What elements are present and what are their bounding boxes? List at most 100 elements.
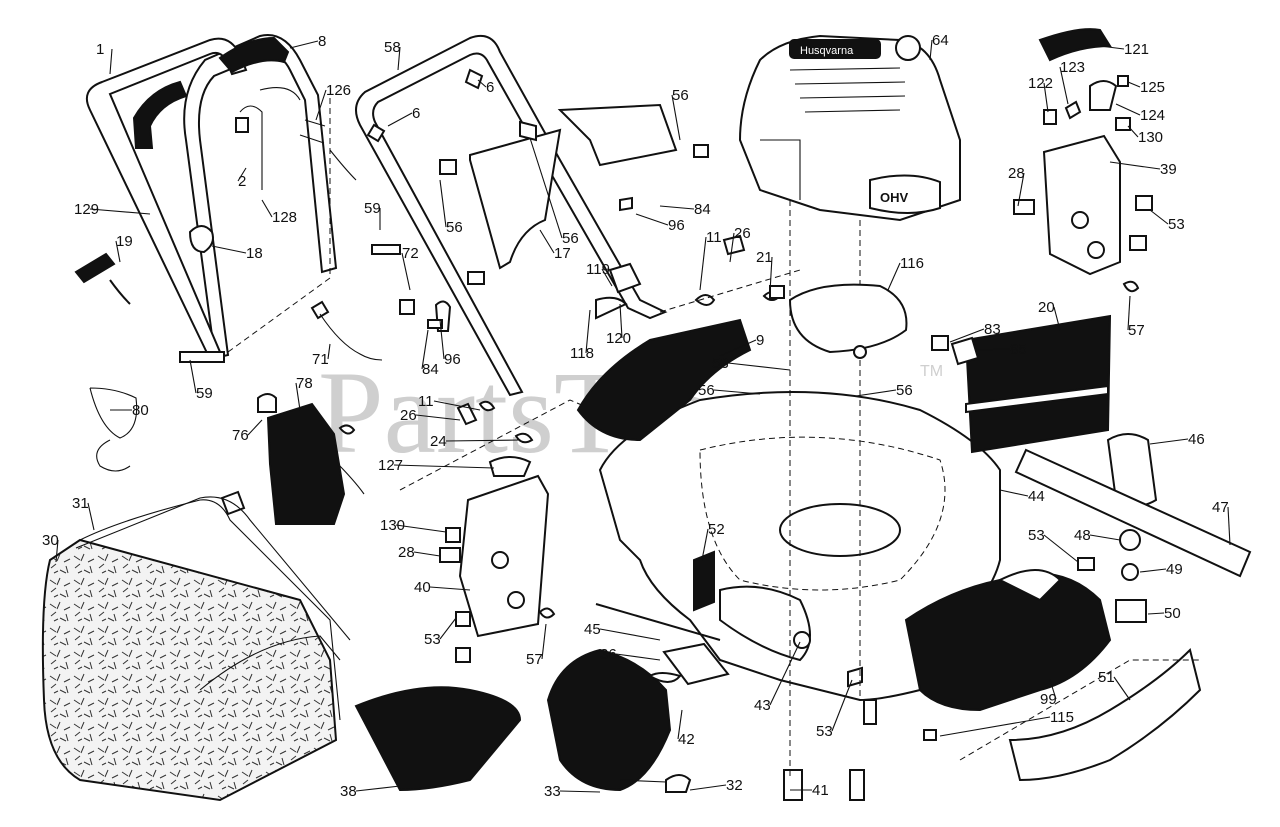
part-number-callout: 38 [340, 783, 357, 800]
part-number-callout: 45 [584, 621, 601, 638]
callout-leader [855, 389, 897, 397]
callout-leader [1149, 438, 1189, 445]
callout-leader [1059, 66, 1069, 105]
part-number-callout: 48 [1074, 527, 1091, 544]
part-number-callout: 33 [544, 783, 561, 800]
callout-leader [689, 784, 727, 791]
part-number-callout: 120 [606, 330, 631, 347]
callout-leader [699, 236, 707, 291]
part-number-callout: 122 [1028, 75, 1053, 92]
callout-leader [599, 628, 661, 641]
callout-leader [769, 256, 773, 293]
part-number-callout: 57 [1128, 322, 1145, 339]
callout-leader [55, 539, 59, 563]
callout-leader [89, 208, 151, 215]
rear-bracket [439, 474, 556, 663]
callout-leader [327, 343, 331, 360]
lower-handle [355, 34, 709, 397]
blade-assembly [1014, 433, 1252, 623]
part-number-callout: 18 [246, 245, 263, 262]
part-number-callout: 11 [706, 229, 722, 246]
part-number-callout: 53 [424, 631, 441, 648]
part-number-callout: 50 [1164, 605, 1181, 622]
callout-leader [413, 551, 441, 557]
callout-leader [1127, 295, 1131, 331]
rear-deflector [964, 314, 1112, 454]
callout-leader [445, 439, 521, 442]
callout-leader [939, 716, 1051, 737]
part-number-callout: 53 [712, 355, 729, 372]
part-number-callout: 84 [422, 361, 439, 378]
part-number-callout: 49 [1166, 561, 1183, 578]
part-number-callout: 59 [364, 200, 381, 217]
part-number-callout: 44 [1028, 488, 1045, 505]
callout-leader [247, 419, 263, 436]
part-number-callout: 96 [444, 351, 461, 368]
callout-leader [1053, 306, 1061, 331]
callout-leader [541, 623, 547, 660]
callout-leader [395, 524, 447, 533]
part-number-callout: 19 [116, 233, 133, 250]
part-number-callout: 31 [72, 495, 89, 512]
callout-leader [659, 205, 695, 210]
part-number-callout: 72 [402, 245, 419, 262]
part-number-callout: 47 [1212, 499, 1229, 516]
engine: Husqvarna OHV [738, 34, 961, 780]
callout-leader [671, 94, 681, 141]
part-number-callout: 39 [1160, 161, 1177, 178]
callout-leader [355, 785, 401, 792]
callout-leader [237, 167, 247, 182]
part-number-callout: 32 [726, 777, 743, 794]
part-number-callout: 46 [1188, 431, 1205, 448]
callout-leader [729, 232, 735, 263]
part-number-callout: 123 [1060, 59, 1085, 76]
callout-leader [999, 489, 1029, 497]
callout-leader [87, 502, 95, 531]
part-number-callout: 1 [96, 41, 104, 58]
callout-leader [635, 213, 669, 226]
callout-leader [831, 679, 853, 732]
engine-baffle [769, 283, 908, 359]
part-number-callout: 85 [1010, 341, 1027, 358]
callout-leader [1109, 161, 1161, 170]
callout-leader [1115, 103, 1141, 116]
deflector-hardware [931, 335, 980, 366]
callout-leader [1127, 81, 1141, 88]
part-number-callout: 116 [900, 255, 924, 272]
part-number-callout: 17 [554, 245, 571, 262]
part-number-callout: 36 [600, 646, 617, 663]
callout-leader [615, 653, 661, 661]
engine-ohv-badge: OHV [880, 190, 909, 205]
callout-leader [295, 382, 301, 411]
callout-leader [585, 309, 591, 354]
part-number-callout: 84 [694, 201, 711, 218]
upper-left-hardware [74, 87, 401, 363]
callout-leader [439, 179, 447, 228]
callout-leader [397, 46, 401, 71]
callout-leader [477, 79, 487, 88]
part-number-callout: 40 [414, 579, 431, 596]
callout-leader [677, 709, 683, 740]
callout-leader [433, 400, 481, 411]
callout-leader [393, 464, 495, 469]
callout-leader [887, 262, 901, 291]
part-number-callout: 43 [754, 697, 771, 714]
callout-leader [949, 328, 985, 343]
part-number-callout: 9 [756, 332, 764, 349]
part-number-callout: 56 [672, 87, 689, 104]
part-number-callout: 130 [1138, 129, 1163, 146]
callout-leader [601, 268, 613, 287]
part-number-callout: 41 [812, 782, 829, 799]
part-number-callout: 64 [932, 32, 949, 49]
callout-leader [1049, 679, 1057, 700]
part-number-callout: 58 [384, 39, 401, 56]
callout-leader [719, 339, 757, 357]
part-number-callout: 96 [668, 217, 685, 234]
callout-leader [1043, 534, 1079, 563]
callout-leader [315, 89, 327, 121]
part-number-callout: 42 [678, 731, 695, 748]
part-number-callout: 56 [446, 219, 463, 236]
